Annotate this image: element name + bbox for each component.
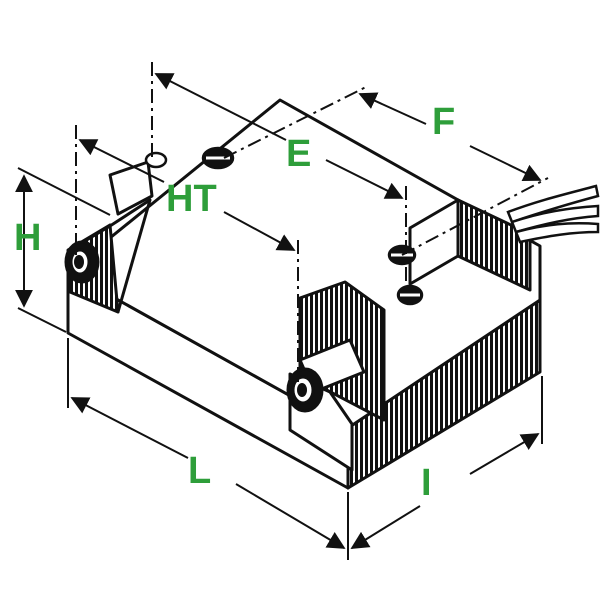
dim-line-I-a [350,505,421,549]
transformer-body [66,98,542,490]
dimension-label-hole-height: HT [166,178,217,220]
left-lug-hole-core [74,255,84,269]
dim-line-I-b [469,433,540,475]
right-lug-hole-core [297,383,307,397]
dim-line-L-b [235,483,346,549]
left-mounting-lug [64,160,154,314]
dim-line-HT-a [78,139,165,183]
dimension-label-hole-spacing: E [286,133,312,175]
dimension-label-height: H [14,217,42,259]
dim-ext-H-bottom [17,307,67,333]
dimension-label-fixing-distance: F [432,101,456,143]
dimension-label-length: L [188,450,212,492]
dim-line-F-b [469,145,542,182]
dim-line-HT-b [223,211,296,251]
rear-block [408,198,532,292]
right-mounting-lug [286,280,386,472]
cable-3 [514,222,600,244]
left-lug-slot [108,160,154,216]
dim-line-E-a [154,73,287,141]
dim-line-L-a [70,397,189,459]
dim-ext-H-top [17,167,111,216]
dim-line-F-a [358,92,427,125]
dimension-lines [15,62,549,560]
cable-leads [506,184,600,244]
top-left-hole [144,151,168,169]
dim-ext-F-right [401,177,549,256]
dimension-label-width: I [421,462,432,504]
rear-block-front [408,198,460,286]
left-lug-top [69,198,152,313]
dim-line-E-b [325,159,404,199]
